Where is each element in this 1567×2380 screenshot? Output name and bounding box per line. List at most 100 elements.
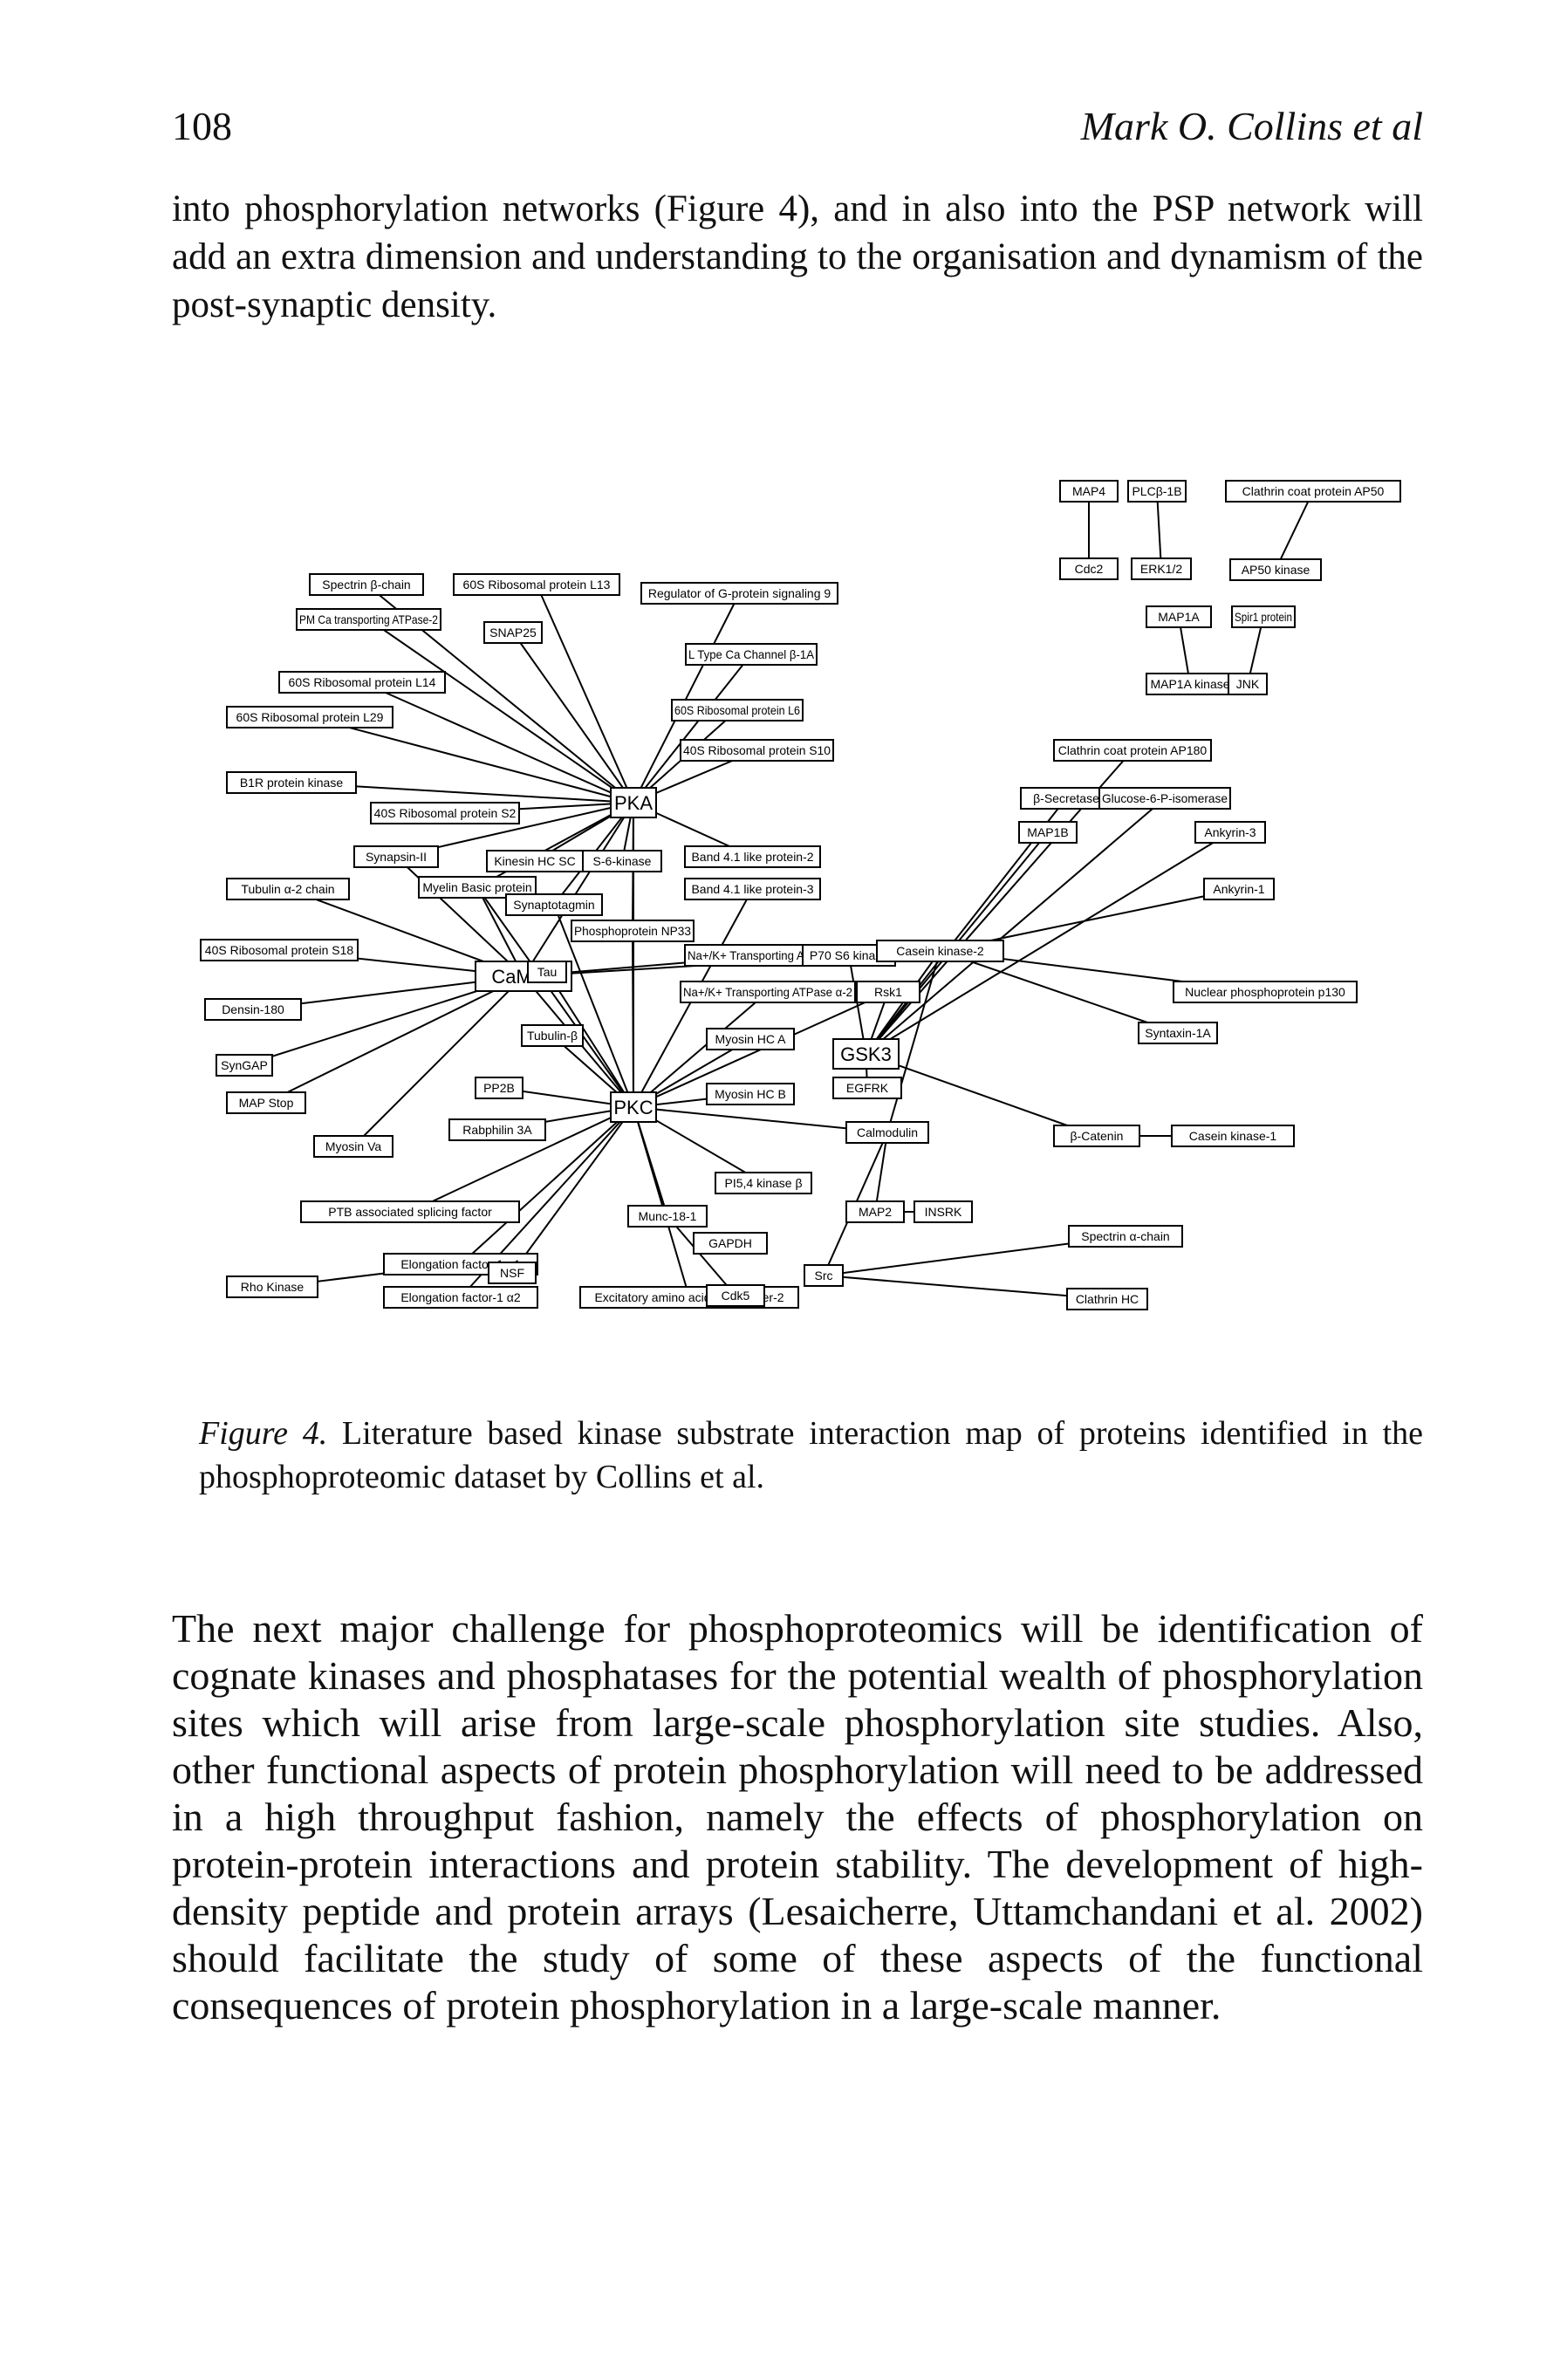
node-label: Kinesin HC SC — [494, 854, 575, 868]
node-SynGAP: SynGAP — [216, 1054, 273, 1077]
node-box — [486, 850, 584, 872]
node-NP33: Phosphoprotein NP33 — [571, 920, 695, 942]
node-box — [610, 1091, 657, 1123]
node-box — [1171, 1125, 1295, 1147]
node-Cdc2: Cdc2 — [1059, 557, 1119, 580]
edge-CaMKII-MAPStop — [265, 975, 524, 1104]
node-label: JNK — [1236, 677, 1260, 691]
edge-GSK3-P70S6 — [848, 954, 867, 1055]
node-PI54K: PI5,4 kinase β — [715, 1172, 812, 1194]
node-R40SS10: 40S Ribosomal protein S10 — [680, 739, 834, 762]
edge-PKA-LTypeCa — [633, 653, 752, 804]
node-label: Nuclear phosphoprotein p130 — [1185, 985, 1345, 999]
running-head: Mark O. Collins et al — [1080, 104, 1423, 148]
node-MAP1A: MAP1A — [1146, 605, 1212, 628]
node-label: Cdc2 — [1075, 562, 1104, 576]
node-box — [1053, 1125, 1140, 1147]
node-label: Syntaxin-1A — [1145, 1026, 1211, 1040]
node-label: B1R protein kinase — [240, 776, 344, 790]
node-label: 60S Ribosomal protein L14 — [289, 675, 436, 689]
node-label: 40S Ribosomal protein S2 — [374, 806, 517, 820]
node-label: PLCβ-1B — [1132, 484, 1181, 498]
node-label: PTB associated splicing factor — [328, 1205, 492, 1219]
node-label: GSK3 — [840, 1043, 892, 1065]
node-box — [226, 771, 357, 794]
node-box — [521, 1024, 584, 1047]
node-label: Spectrin β-chain — [322, 578, 410, 592]
page-number: 108 — [172, 104, 232, 148]
node-label: Regulator of G-protein signaling 9 — [648, 586, 831, 600]
figure-caption: Figure 4. Literature based kinase substr… — [199, 1412, 1423, 1499]
node-R60SL13: 60S Ribosomal protein L13 — [453, 573, 620, 596]
node-Rsk1: Rsk1 — [856, 981, 920, 1003]
node-label: P70 S6 kinase — [810, 948, 888, 962]
node-box — [876, 940, 1004, 962]
edge-PKA-RGS9 — [633, 592, 741, 804]
edge-PKA-R60SL14 — [361, 681, 634, 804]
edge-PKC-Munc18 — [633, 1106, 668, 1217]
node-box — [1138, 1022, 1218, 1044]
node-label: L Type Ca Channel β-1A — [688, 647, 815, 661]
node-label: Rsk1 — [874, 985, 902, 999]
node-LTypeCa: L Type Ca Channel β-1A — [685, 643, 818, 666]
node-label: Synaptotagmin — [513, 898, 594, 912]
node-label: Casein kinase-2 — [896, 944, 984, 958]
node-Munc18: Munc-18-1 — [627, 1205, 708, 1228]
node-box — [1225, 480, 1401, 503]
node-JNK: JNK — [1228, 673, 1268, 695]
edge-PKA-SNAP25 — [512, 632, 634, 804]
node-box — [1231, 605, 1296, 628]
edge-PLCB1B-ERK12 — [1156, 490, 1162, 570]
node-label: Clathrin coat protein AP180 — [1058, 743, 1208, 757]
node-BCatenin: β-Catenin — [1053, 1125, 1140, 1147]
edge-PKA-R60SL13 — [536, 584, 634, 804]
node-MBP: Myelin Basic protein — [418, 876, 537, 899]
node-label: Spectrin α-chain — [1081, 1229, 1169, 1243]
node-label: Elongation factor-1 α2 — [400, 1290, 521, 1304]
node-label: MAP1B — [1027, 825, 1068, 839]
node-label: S-6-kinase — [593, 854, 652, 868]
node-Cdk5: Cdk5 — [706, 1284, 765, 1307]
node-label: PKA — [614, 792, 653, 814]
node-label: Myosin Va — [325, 1139, 382, 1153]
node-box — [1059, 480, 1119, 503]
node-MAP2: MAP2 — [845, 1200, 905, 1223]
edge-PKA-PMCa — [367, 619, 634, 804]
node-Src: Src — [804, 1264, 844, 1287]
node-PKA: PKA — [610, 787, 657, 818]
edge-PKC-NSF — [511, 1106, 634, 1274]
node-MyosinHCA: Myosin HC A — [706, 1028, 795, 1050]
node-ClathrinAP50: Clathrin coat protein AP50 — [1225, 480, 1401, 503]
edge-GSK3-BCatenin — [866, 1053, 1098, 1137]
node-MAP1AK: MAP1A kinase — [1146, 673, 1235, 695]
edge-ClathrinAP50-AP50K — [1275, 490, 1314, 571]
node-PLCB1B: PLCβ-1B — [1127, 480, 1187, 503]
node-box — [313, 1135, 393, 1158]
node-PMCa: PM Ca transporting ATPase-2 — [296, 608, 441, 631]
node-label: Src — [815, 1269, 833, 1282]
node-label: Calmodulin — [857, 1125, 918, 1139]
edge-PKA-R60SL29 — [309, 716, 634, 804]
node-box — [483, 621, 543, 644]
node-EGFRK: EGFRK — [832, 1077, 902, 1099]
node-label: MAP4 — [1072, 484, 1105, 498]
node-box — [845, 1121, 929, 1144]
node-label: AP50 kinase — [1242, 563, 1310, 577]
node-box — [448, 1118, 546, 1141]
edge-PKC-MBP — [476, 886, 634, 1108]
node-label: PI5,4 kinase β — [725, 1176, 803, 1190]
node-box — [680, 981, 856, 1003]
node-TubulinB: Tubulin-β — [521, 1024, 584, 1047]
edge-PKC-NaKA2 — [633, 991, 769, 1108]
page-header: 108 Mark O. Collins et al — [172, 103, 1423, 155]
node-label: 60S Ribosomal protein L29 — [236, 710, 384, 724]
node-box — [226, 878, 350, 900]
edge-PKC-Synaptotagmin — [553, 904, 634, 1108]
edge-PKA-MBP — [476, 802, 634, 888]
node-label: Munc-18-1 — [639, 1209, 697, 1223]
node-S6K: S-6-kinase — [582, 850, 662, 872]
node-box — [300, 1200, 520, 1223]
kinase-substrate-network: MAP4 PLCβ-1B Clathrin coat protein AP50Cdc… — [200, 480, 1401, 1310]
node-box — [706, 1083, 795, 1105]
